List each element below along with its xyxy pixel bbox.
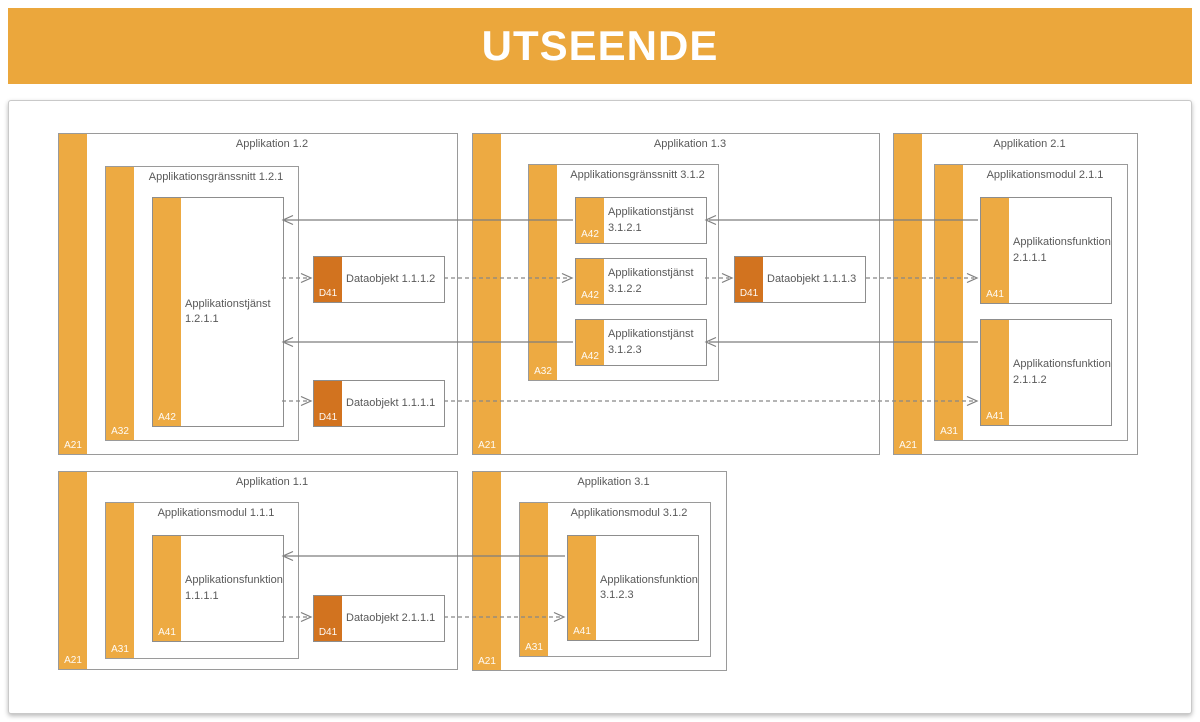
dataobject-strip: D41 xyxy=(314,257,342,302)
function-box-2-1-1-1: A41 Applikationsfunktion 2.1.1.1 xyxy=(980,197,1112,304)
title-banner: UTSEENDE xyxy=(8,8,1192,84)
app-box-applikation-1-2: A21 Applikation 1.2 A32 Applikationsgrän… xyxy=(58,133,458,455)
app-title: Applikation 2.1 xyxy=(993,138,1066,150)
app-title: Applikation 1.2 xyxy=(235,138,309,150)
app-title: Applikation 3.1 xyxy=(577,476,650,488)
service-box-3-1-2-2: A42 Applikationstjänst 3.1.2.2 xyxy=(575,258,707,305)
interface-title: Applikationsgränssnitt 1.2.1 xyxy=(148,171,284,183)
interface-title: Applikationsgränssnitt 3.1.2 xyxy=(570,169,705,181)
dataobject-label: Dataobjekt 1.1.1.1 xyxy=(346,396,436,409)
app-box-applikation-1-1: A21 Applikation 1.1 A31 Applikationsmodu… xyxy=(58,471,458,670)
dataobject-strip: D41 xyxy=(735,257,763,302)
element-strip: A21 xyxy=(473,472,501,670)
function-label: Applikationsfunktion 3.1.2.3 xyxy=(600,573,698,601)
element-tag: A41 xyxy=(573,626,591,637)
element-strip: A41 xyxy=(981,198,1009,303)
service-label: Applikationstjänst 3.1.2.2 xyxy=(608,267,694,295)
element-tag: A42 xyxy=(158,412,176,423)
element-tag: A31 xyxy=(940,426,958,437)
interface-box-3-1-2: A32 Applikationsgränssnitt 3.1.2 A42 App… xyxy=(528,164,719,381)
function-label: Applikationsfunktion 2.1.1.1 xyxy=(1013,236,1111,264)
interface-box-1-2-1: A32 Applikationsgränssnitt 1.2.1 A42 App… xyxy=(105,166,299,441)
element-strip: A31 xyxy=(106,503,134,658)
element-strip: A21 xyxy=(473,134,501,454)
element-tag: A21 xyxy=(478,656,496,667)
module-box-1-1-1: A31 Applikationsmodul 1.1.1 A41 Applikat… xyxy=(105,502,299,659)
function-box-1-1-1-1: A41 Applikationsfunktion 1.1.1.1 xyxy=(152,535,284,642)
app-box-applikation-1-3: A21 Applikation 1.3 A32 Applikationsgrän… xyxy=(472,133,880,455)
element-strip: A31 xyxy=(935,165,963,440)
element-tag: A41 xyxy=(986,289,1004,300)
element-tag: D41 xyxy=(739,288,759,299)
element-tag: A42 xyxy=(581,229,599,240)
element-tag: A42 xyxy=(581,290,599,301)
element-tag: A42 xyxy=(581,351,599,362)
element-tag: D41 xyxy=(318,412,338,423)
function-box-3-1-2-3: A41 Applikationsfunktion 3.1.2.3 xyxy=(567,535,699,641)
element-tag: D41 xyxy=(318,627,338,638)
element-strip: A41 xyxy=(153,536,181,641)
service-label: Applikationstjänst 3.1.2.3 xyxy=(608,328,694,356)
element-strip: A21 xyxy=(894,134,922,454)
dataobject-box-1-1-1-3: D41 Dataobjekt 1.1.1.3 xyxy=(734,256,866,303)
module-box-2-1-1: A31 Applikationsmodul 2.1.1 A41 Applikat… xyxy=(934,164,1128,441)
service-label: Applikationstjänst 3.1.2.1 xyxy=(608,206,694,234)
element-strip: A21 xyxy=(59,134,87,454)
dataobject-label: Dataobjekt 2.1.1.1 xyxy=(346,611,436,624)
module-title: Applikationsmodul 2.1.1 xyxy=(986,169,1104,181)
element-tag: A41 xyxy=(986,411,1004,422)
app-title: Applikation 1.3 xyxy=(653,138,727,150)
dataobject-box-1-1-1-1: D41 Dataobjekt 1.1.1.1 xyxy=(313,380,445,427)
element-tag: A32 xyxy=(111,426,129,437)
element-strip: A42 xyxy=(576,259,604,304)
element-strip: A42 xyxy=(576,320,604,365)
element-tag: A31 xyxy=(525,642,543,653)
service-box-3-1-2-3: A42 Applikationstjänst 3.1.2.3 xyxy=(575,319,707,366)
element-tag: A41 xyxy=(158,627,176,638)
dataobject-box-1-1-1-2: D41 Dataobjekt 1.1.1.2 xyxy=(313,256,445,303)
service-label: Applikationstjänst 1.2.1.1 xyxy=(185,297,271,325)
module-title: Applikationsmodul 1.1.1 xyxy=(157,507,275,519)
element-strip: A42 xyxy=(153,198,181,426)
function-box-2-1-1-2: A41 Applikationsfunktion 2.1.1.2 xyxy=(980,319,1112,426)
element-strip: A42 xyxy=(576,198,604,243)
element-strip: A32 xyxy=(529,165,557,380)
app-box-applikation-2-1: A21 Applikation 2.1 A31 Applikationsmodu… xyxy=(893,133,1138,455)
element-strip: A32 xyxy=(106,167,134,440)
function-label: Applikationsfunktion 2.1.1.2 xyxy=(1013,358,1111,386)
app-title: Applikation 1.1 xyxy=(235,476,309,488)
dataobject-strip: D41 xyxy=(314,596,342,641)
module-box-3-1-2: A31 Applikationsmodul 3.1.2 A41 Applikat… xyxy=(519,502,711,657)
element-tag: A21 xyxy=(64,655,82,666)
service-box-3-1-2-1: A42 Applikationstjänst 3.1.2.1 xyxy=(575,197,707,244)
module-title: Applikationsmodul 3.1.2 xyxy=(570,507,688,519)
service-box-1-2-1-1: A42 Applikationstjänst 1.2.1.1 xyxy=(152,197,284,427)
dataobject-box-2-1-1-1: D41 Dataobjekt 2.1.1.1 xyxy=(313,595,445,642)
element-tag: D41 xyxy=(318,288,338,299)
dataobject-strip: D41 xyxy=(314,381,342,426)
element-strip: A41 xyxy=(568,536,596,640)
element-strip: A41 xyxy=(981,320,1009,425)
element-strip: A21 xyxy=(59,472,87,669)
dataobject-label: Dataobjekt 1.1.1.3 xyxy=(767,272,857,285)
element-strip: A31 xyxy=(520,503,548,656)
function-label: Applikationsfunktion 1.1.1.1 xyxy=(185,574,283,602)
app-box-applikation-3-1: A21 Applikation 3.1 A31 Applikationsmodu… xyxy=(472,471,727,671)
element-tag: A21 xyxy=(899,440,917,451)
element-tag: A32 xyxy=(534,366,552,377)
element-tag: A21 xyxy=(64,440,82,451)
element-tag: A31 xyxy=(111,644,129,655)
element-tag: A21 xyxy=(478,440,496,451)
page-title: UTSEENDE xyxy=(481,22,719,69)
dataobject-label: Dataobjekt 1.1.1.2 xyxy=(346,272,436,285)
